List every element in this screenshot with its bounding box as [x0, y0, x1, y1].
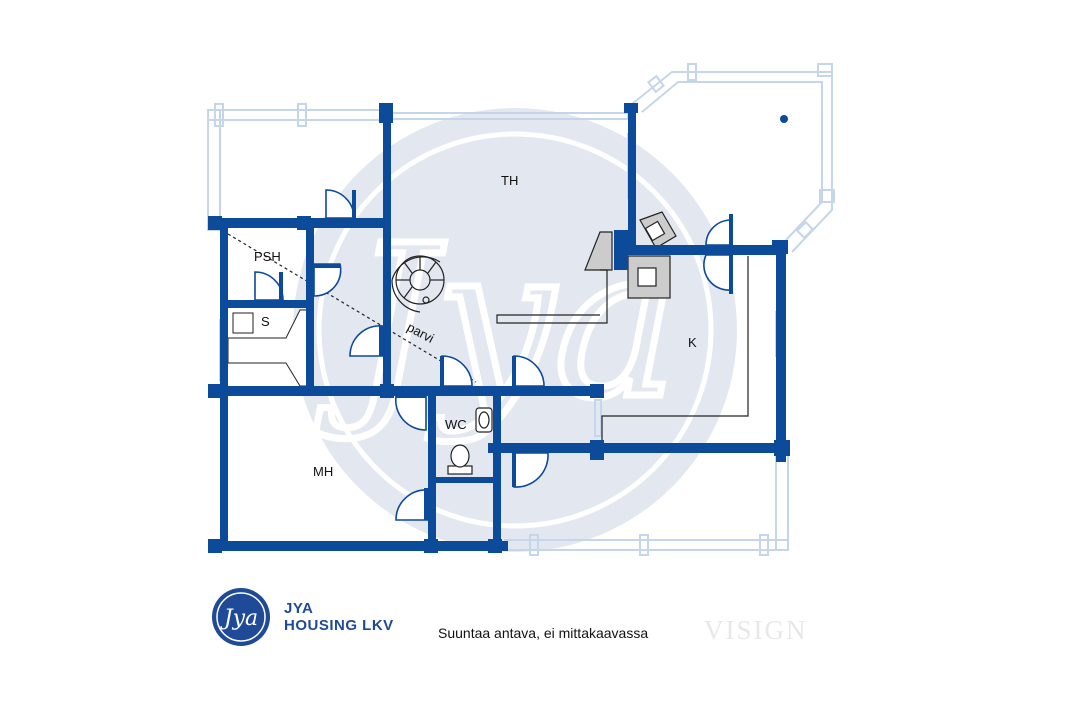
terrace-post — [780, 115, 788, 123]
brand-logo: Jya JYA HOUSING LKV — [210, 586, 394, 648]
room-label-wc: WC — [445, 417, 467, 432]
stair-symbol — [391, 255, 445, 313]
door-loft — [349, 325, 384, 357]
sauna-bench — [227, 309, 312, 387]
room-label-psh: PSH — [254, 249, 281, 264]
walls — [208, 103, 790, 553]
brand-line-2: HOUSING LKV — [284, 617, 394, 634]
door-sauna — [313, 263, 342, 297]
doors — [254, 189, 733, 521]
brand-monogram: Jya — [220, 606, 258, 631]
scale-disclaimer: Suuntaa antava, ei mittakaavassa — [438, 625, 649, 641]
room-label-k: K — [688, 335, 697, 350]
wc-fixtures — [447, 407, 493, 475]
brand-monogram-icon: Jya — [212, 588, 270, 646]
door-mh — [394, 395, 427, 431]
brand-name: JYA HOUSING LKV — [284, 600, 394, 634]
brand-line-1: JYA — [284, 600, 314, 617]
door-entry — [513, 452, 549, 488]
fireplace-symbol — [584, 211, 677, 299]
vision-watermark: VISIGN — [704, 615, 808, 645]
room-label-mh: MH — [313, 464, 333, 479]
room-label-th: TH — [501, 173, 518, 188]
door-hall-1 — [441, 355, 473, 387]
door-hall-2 — [513, 355, 545, 387]
door-psh — [254, 271, 284, 301]
room-label-s: S — [261, 314, 270, 329]
interior-lines — [227, 233, 749, 442]
